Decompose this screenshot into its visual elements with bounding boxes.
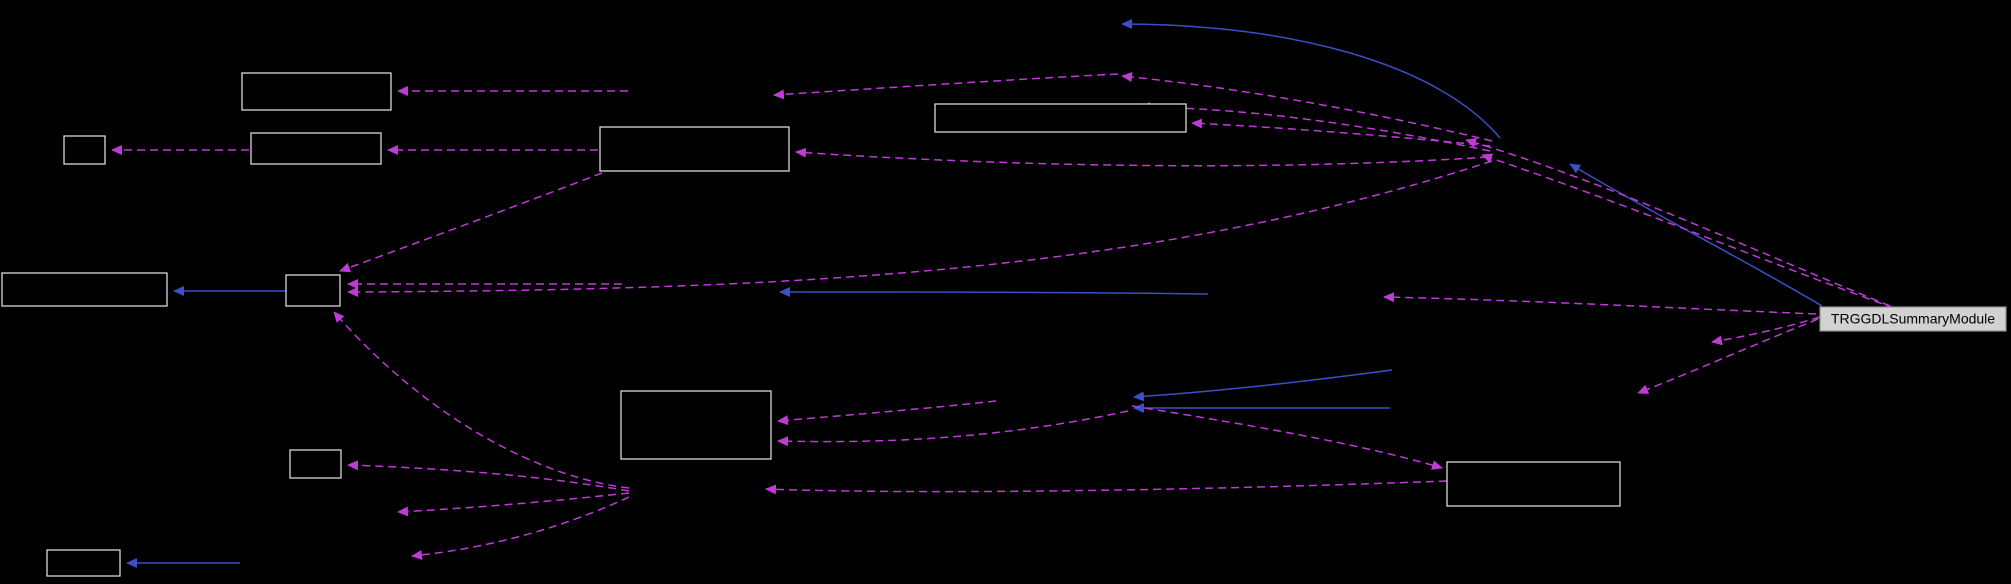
dependency-edge-dashed <box>1191 118 1491 147</box>
node-box[interactable] <box>1 272 168 307</box>
node-box[interactable] <box>1819 306 2007 332</box>
dependency-edge-dashed <box>1131 405 1443 470</box>
node-box[interactable] <box>285 274 341 307</box>
node-box[interactable] <box>620 390 772 460</box>
dependency-edge-dashed <box>1481 153 1895 309</box>
dependency-edge-solid <box>1133 369 1393 402</box>
dependency-edge-dashed <box>777 400 997 426</box>
graph-node-current[interactable]: TRGGDLSummaryModule <box>1819 306 2007 332</box>
graph-node-7[interactable] <box>285 274 341 307</box>
graph-node-2[interactable] <box>63 135 106 165</box>
dependency-edge-dashed <box>765 480 1448 495</box>
dependency-edge-dashed <box>397 492 630 517</box>
graph-node-1[interactable] <box>241 72 392 111</box>
node-box[interactable] <box>250 132 382 165</box>
graph-node-3[interactable] <box>250 132 382 165</box>
graph-node-4[interactable] <box>599 126 790 172</box>
dependency-edge-dashed <box>1637 318 1819 395</box>
dependency-edge-dashed <box>795 147 1489 167</box>
dependency-edge-dashed <box>339 172 603 273</box>
dependency-edge-solid <box>1569 163 1823 307</box>
edges-layer <box>111 19 1895 568</box>
dependency-edge-solid <box>1121 19 1501 139</box>
graph-node-12[interactable] <box>46 549 121 577</box>
node-box[interactable] <box>599 126 790 172</box>
dependency-edge-solid <box>779 287 1209 298</box>
dependency-edge-dashed <box>1383 292 1817 315</box>
graph-node-10[interactable] <box>289 449 342 479</box>
dependency-edge-dashed <box>347 160 1493 297</box>
dependency-edge-dashed <box>1711 316 1821 346</box>
graph-node-9[interactable] <box>620 390 772 460</box>
dependency-edge-dashed <box>773 73 1119 100</box>
node-box[interactable] <box>289 449 342 479</box>
graph-node-6[interactable] <box>1 272 168 307</box>
dependency-edge-dashed <box>777 410 1129 447</box>
node-box[interactable] <box>63 135 106 165</box>
dependency-edge-dashed <box>333 311 630 489</box>
graph-node-11[interactable] <box>1446 461 1621 507</box>
node-box[interactable] <box>46 549 121 577</box>
nodes-layer: TRGGDLSummaryModule <box>1 72 2007 577</box>
node-label: TRGGDLSummaryModule <box>1831 311 1995 327</box>
dependency-edge-dashed <box>347 460 630 492</box>
dependency-edge-dashed <box>1465 138 1891 307</box>
graph-node-5[interactable] <box>934 103 1187 133</box>
node-box[interactable] <box>934 103 1187 133</box>
dependency-edge-dashed <box>1121 72 1493 142</box>
node-box[interactable] <box>241 72 392 111</box>
dependency-edge-dashed <box>411 496 630 560</box>
node-box[interactable] <box>1446 461 1621 507</box>
